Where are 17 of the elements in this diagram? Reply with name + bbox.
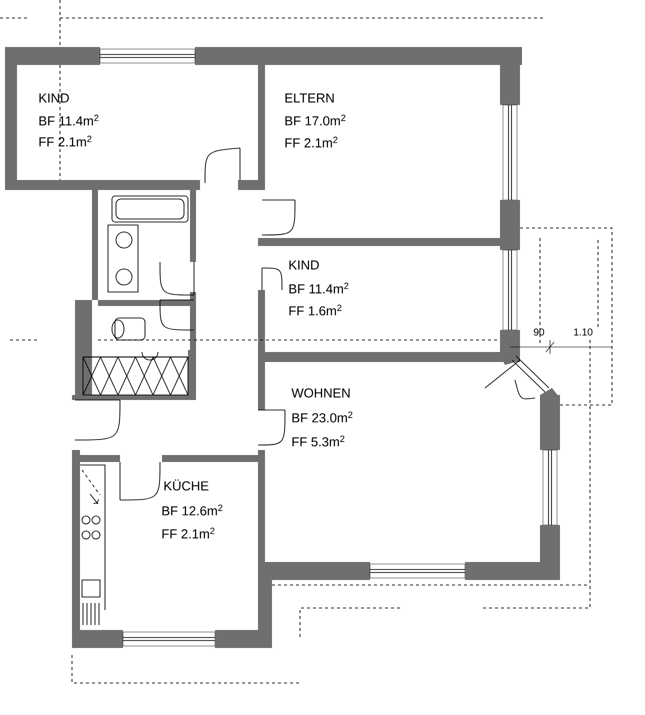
dimension-label: 90: [534, 328, 544, 336]
area-label: BF 17.0m$^{2}$: [285, 114, 346, 126]
area-label: BF 23.0m$^{2}$: [292, 412, 352, 422]
area-label: BF 12.6m$^{2}$: [162, 504, 222, 516]
room-name: KIND: [39, 94, 69, 102]
area-label: BF 11.4m$^{2}$: [289, 282, 348, 294]
area-label: BF 11.4m$^{2}$: [39, 114, 98, 126]
area-label: FF 2.1m$^{2}$: [285, 136, 338, 148]
room-name: KÜCHE: [164, 480, 208, 490]
area-label: FF 2.1m$^{2}$: [39, 136, 92, 146]
room-name: WOHNEN: [291, 388, 350, 398]
area-label: FF 2.1m$^{2}$: [162, 528, 214, 538]
dimension-label: 1.10: [574, 328, 592, 336]
room-name: ELTERN: [285, 94, 334, 102]
room-name: KIND: [289, 260, 319, 270]
area-label: FF 1.6m$^{2}$: [289, 304, 342, 316]
area-label: FF 5.3m$^{2}$: [292, 436, 344, 446]
